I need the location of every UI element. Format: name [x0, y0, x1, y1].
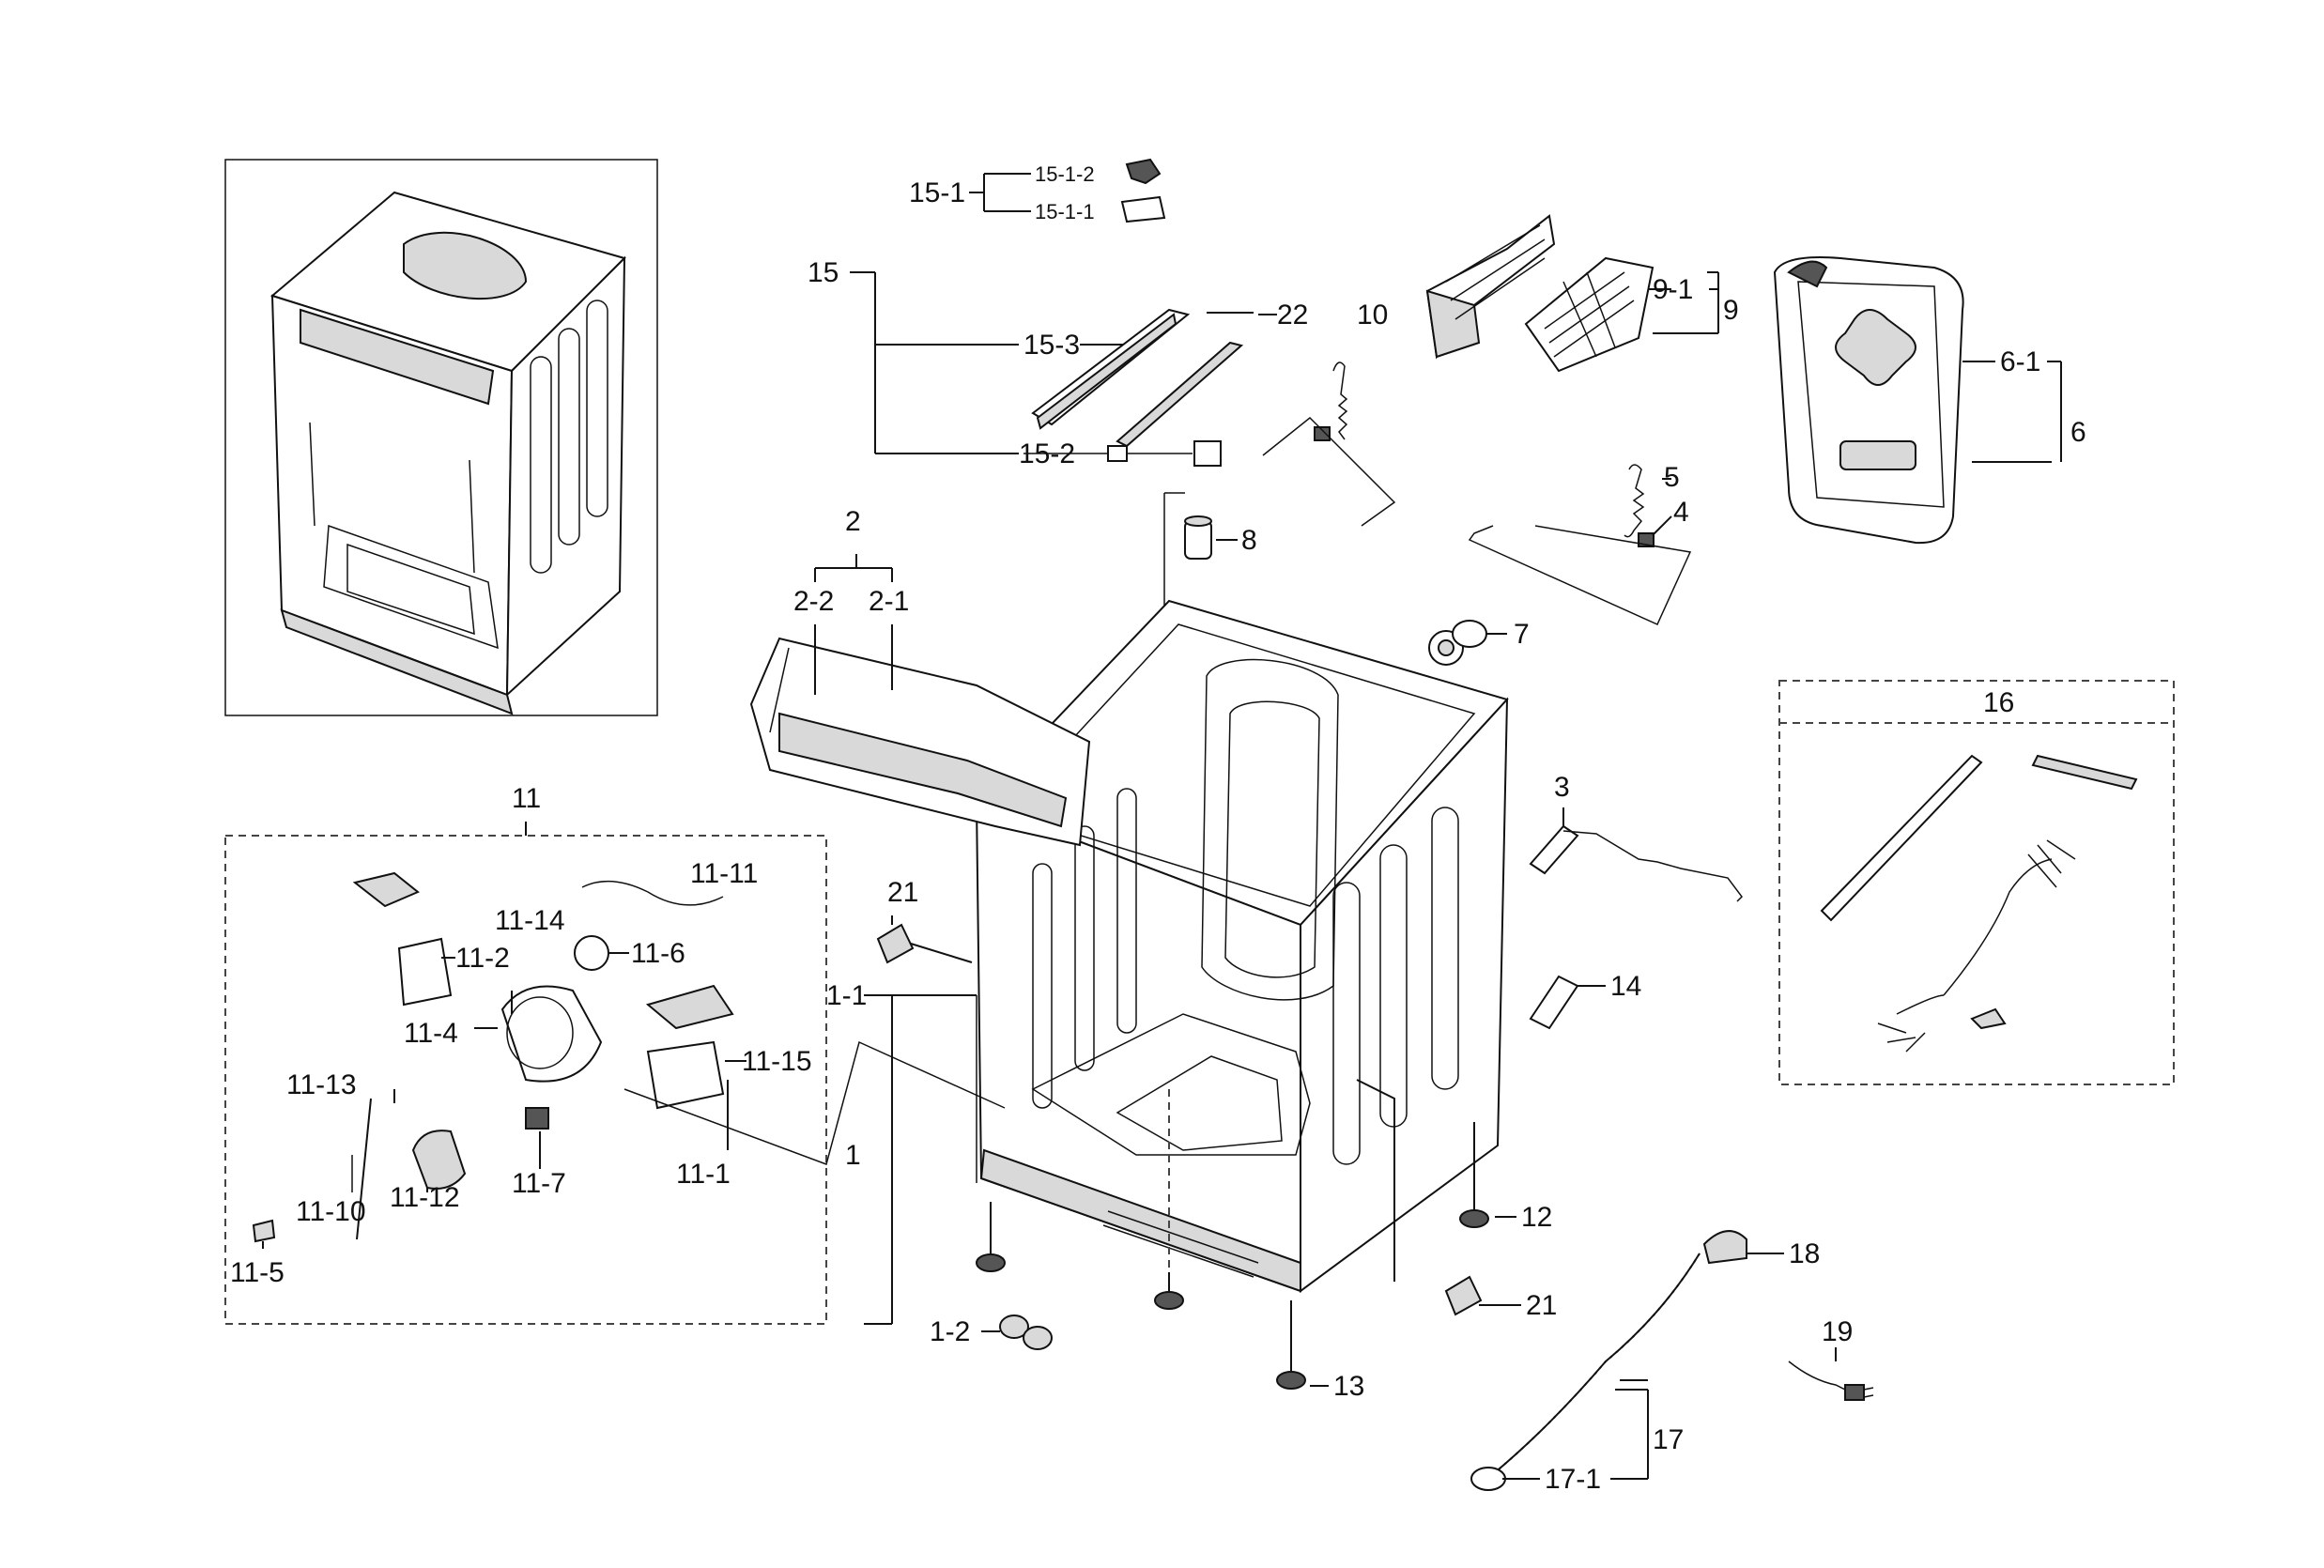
label-6: 6	[2070, 417, 2086, 448]
label-11-12: 11-12	[390, 1182, 460, 1213]
spring-parts	[1262, 361, 1692, 625]
label-11: 11	[512, 783, 541, 814]
part-9-filter	[1524, 256, 1719, 373]
label-2: 2	[845, 506, 861, 537]
label-9-1: 9-1	[1653, 274, 1693, 305]
label-3: 3	[1554, 772, 1570, 803]
label-6-1: 6-1	[2000, 346, 2040, 377]
part-10-lint-filter	[1425, 214, 1556, 360]
label-19: 19	[1822, 1316, 1853, 1347]
label-16: 16	[1983, 687, 2014, 718]
label-11-5: 11-5	[230, 1257, 285, 1288]
label-17-1: 17-1	[1545, 1464, 1601, 1495]
part-6-door-panel	[1773, 256, 2062, 545]
part-11-pump-assembly	[224, 822, 1006, 1325]
label-11-14: 11-14	[495, 905, 565, 936]
label-4: 4	[1673, 497, 1689, 528]
label-7: 7	[1514, 619, 1530, 650]
label-11-15: 11-15	[742, 1046, 812, 1077]
part-3-damper	[1529, 807, 1743, 902]
part-14-damper	[1529, 975, 1606, 1030]
label-2-1: 2-1	[869, 586, 909, 617]
label-15-3: 15-3	[1023, 330, 1080, 361]
label-18: 18	[1789, 1238, 1820, 1269]
leveling-legs	[976, 1197, 1516, 1390]
part-18-hose-hanger	[1702, 1230, 1784, 1265]
part-7-grommet	[1452, 620, 1507, 648]
part-2-top-panel	[749, 554, 1091, 847]
label-11-10: 11-10	[296, 1196, 366, 1227]
part-17-drain-hose	[1470, 1253, 1701, 1491]
label-9: 9	[1723, 295, 1739, 326]
part-15-bracket-assembly	[850, 158, 1254, 467]
label-13: 13	[1333, 1371, 1364, 1402]
label-11-7: 11-7	[512, 1168, 566, 1199]
part-19-power-cord	[1788, 1347, 1874, 1401]
label-8: 8	[1241, 525, 1257, 556]
part-16-wire-harness	[1778, 680, 2175, 1085]
label-1-2: 1-2	[930, 1316, 970, 1347]
part-21-brackets	[876, 915, 1521, 1316]
label-10: 10	[1357, 300, 1388, 331]
label-1-1: 1-1	[826, 980, 867, 1011]
label-11-4: 11-4	[404, 1018, 458, 1049]
label-17: 17	[1653, 1424, 1684, 1455]
label-2-2: 2-2	[793, 586, 834, 617]
label-15-2: 15-2	[1019, 438, 1075, 469]
assembled-cabinet-inset	[224, 159, 658, 716]
label-21-top: 21	[887, 877, 918, 908]
part-1-leaders	[864, 994, 1475, 1325]
label-11-2: 11-2	[455, 943, 510, 974]
label-15-1: 15-1	[909, 177, 965, 208]
label-15-1-2: 15-1-2	[1035, 162, 1095, 186]
label-12: 12	[1521, 1202, 1552, 1233]
part-labels: 1 1-1 1-2 2 2-2 2-1 3 4 5 6 6-1 7 8 9 9-…	[230, 162, 2086, 1495]
label-15: 15	[808, 257, 839, 288]
label-1: 1	[845, 1140, 861, 1171]
label-15-1-1: 15-1-1	[1035, 200, 1095, 223]
label-11-6: 11-6	[631, 938, 685, 969]
label-14: 14	[1610, 971, 1641, 1002]
label-22: 22	[1277, 300, 1308, 331]
label-5: 5	[1664, 462, 1680, 493]
label-11-11: 11-11	[690, 858, 758, 889]
label-21-bottom: 21	[1526, 1290, 1557, 1321]
part-1-cabinet	[975, 599, 1509, 1293]
label-11-1: 11-1	[676, 1159, 731, 1190]
label-11-13: 11-13	[286, 1069, 357, 1100]
